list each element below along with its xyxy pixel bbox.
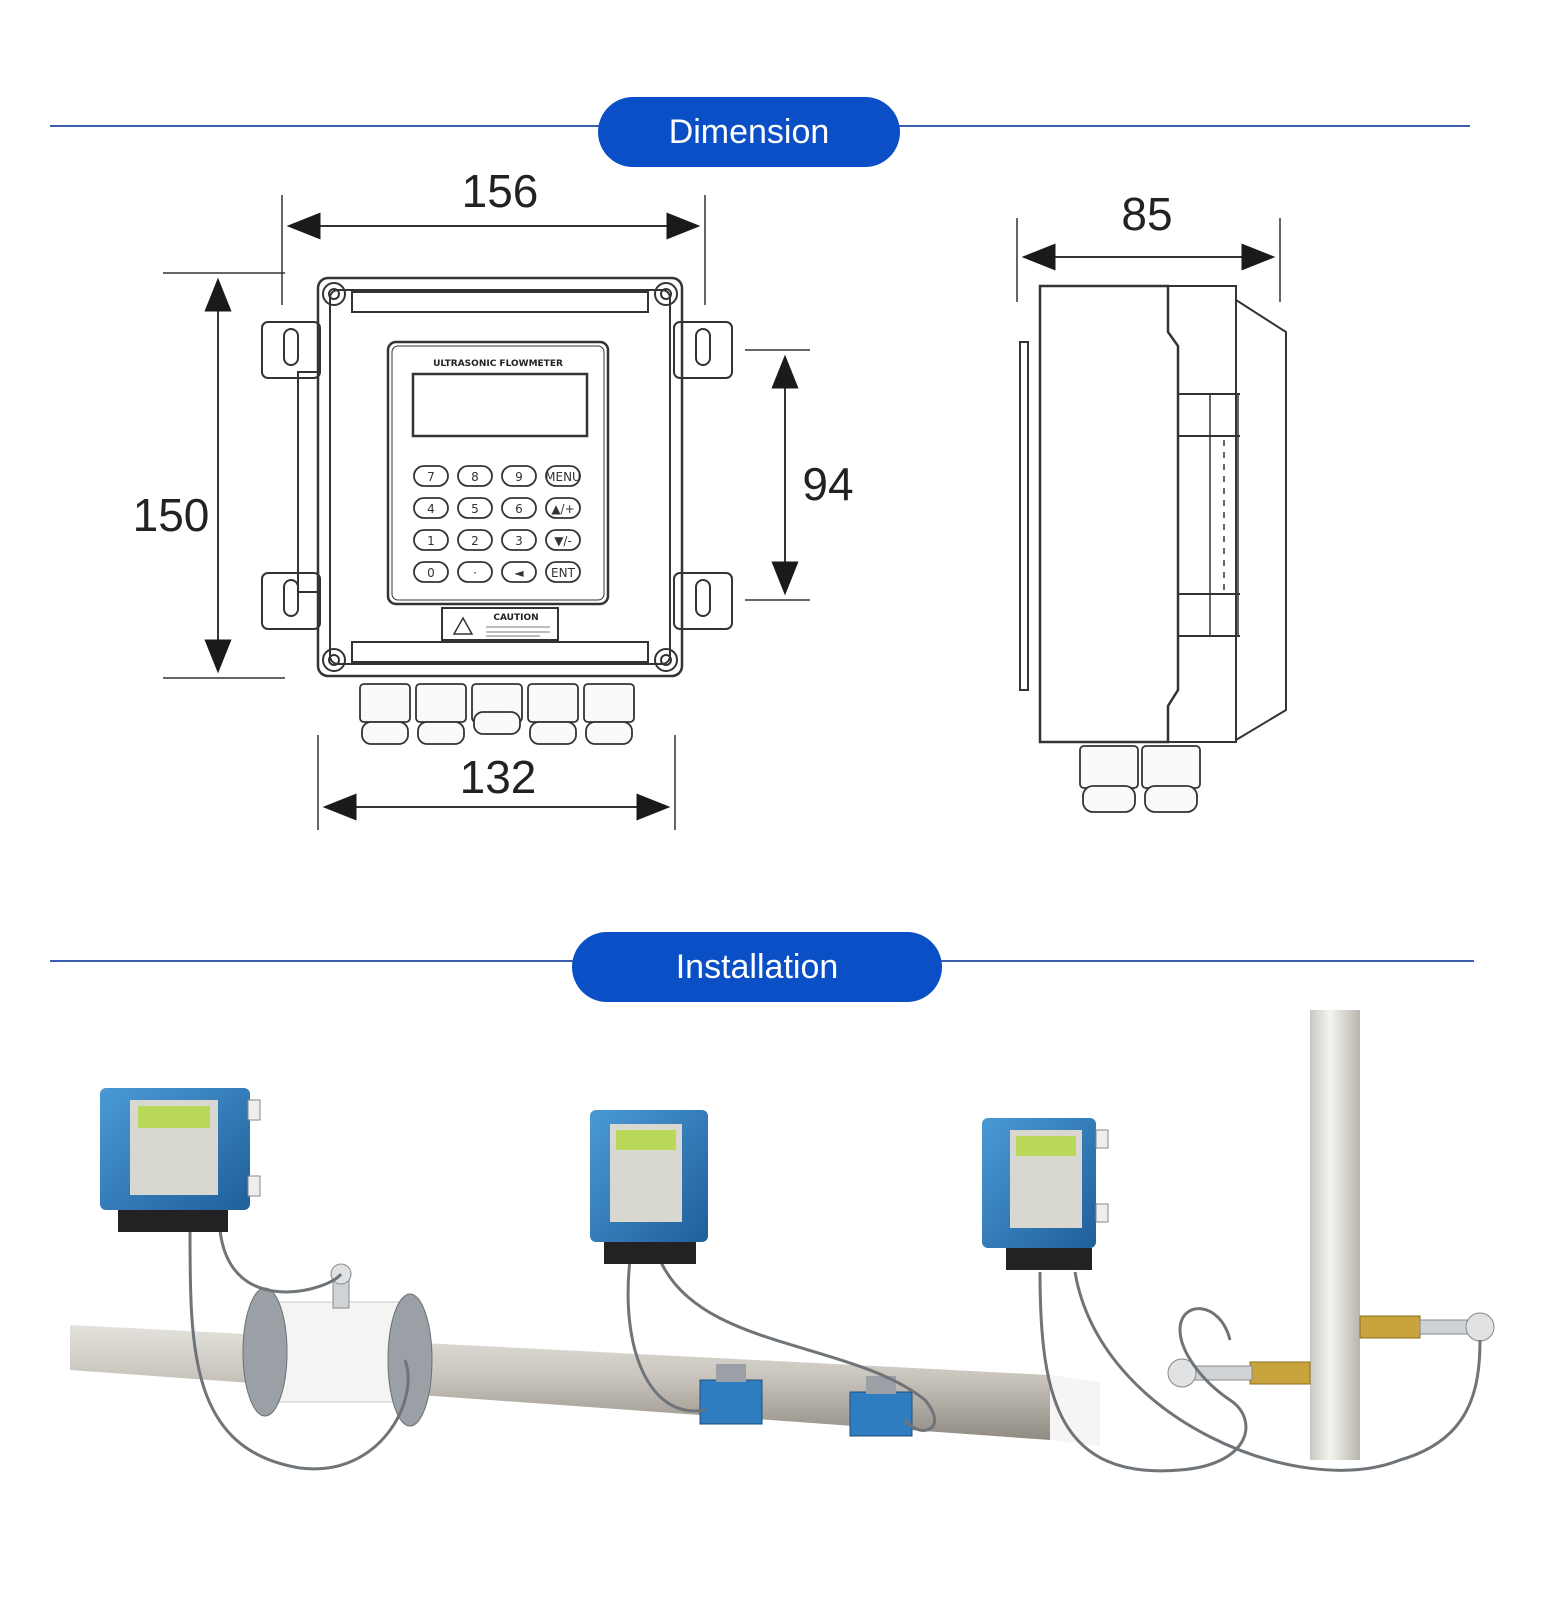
keypad-key: [457, 497, 493, 519]
keypad-key-label: 7: [427, 470, 435, 484]
keypad-key-label: 8: [471, 470, 479, 484]
keypad-key: [501, 561, 537, 583]
keypad-key: [457, 465, 493, 487]
front-cable-glands: [359, 683, 635, 745]
keypad-key-label: ·: [473, 566, 477, 580]
panel-title-text: ULTRASONIC FLOWMETER: [433, 359, 563, 369]
keypad-key: [545, 529, 581, 551]
keypad-key: [413, 465, 449, 487]
keypad-key-label: 5: [471, 502, 479, 516]
flowmeter-unit-center: [590, 1110, 708, 1264]
depth-dimension-label: 85: [1121, 188, 1172, 240]
flanged-meter-section: [242, 1263, 433, 1427]
keypad-key-label: ▲/+: [551, 502, 574, 516]
keypad-key-label: ▼/-: [554, 534, 572, 548]
front-view-drawing: [163, 195, 810, 830]
clamp-on-transducers: [699, 1364, 913, 1437]
keypad-key: [413, 561, 449, 583]
keypad-key-label: 3: [515, 534, 523, 548]
keypad-key-label: 4: [427, 502, 435, 516]
keypad-key: [501, 465, 537, 487]
keypad-key: [501, 529, 537, 551]
keypad-key: [413, 529, 449, 551]
keypad-key: [501, 497, 537, 519]
installation-illustration: [70, 1010, 1495, 1473]
side-cable-glands: [1079, 745, 1201, 813]
keypad-key-label: 0: [427, 566, 435, 580]
keypad-key: [457, 561, 493, 583]
installation-heading: Installation: [572, 932, 942, 1002]
front-panel-keypad: 7 8 9 MENU 4 5 6 ▲/+ 1 2 3 ▼/- 0 · ◄ ENT: [413, 465, 581, 583]
keypad-key: [457, 529, 493, 551]
keypad-key-label: ◄: [514, 566, 524, 580]
bottom-width-dimension-label: 132: [460, 751, 537, 803]
keypad-key-label: 6: [515, 502, 523, 516]
keypad-key-label: 1: [427, 534, 435, 548]
caution-text: CAUTION: [493, 613, 538, 623]
signal-cables: [188, 1229, 1482, 1473]
display-height-dimension-label: 94: [802, 458, 853, 510]
side-view-drawing: [1016, 218, 1287, 744]
keypad-key: [413, 497, 449, 519]
height-dimension-label: 150: [133, 489, 210, 541]
keypad-key: [545, 465, 581, 487]
keypad-key: [545, 497, 581, 519]
dimension-heading: Dimension: [598, 97, 900, 167]
keypad-key-label: ENT: [551, 566, 576, 580]
keypad-key-label: 9: [515, 470, 523, 484]
flowmeter-unit-left: [100, 1088, 261, 1232]
keypad-key: [545, 561, 581, 583]
insertion-sensors: [1167, 1312, 1495, 1388]
flowmeter-unit-right: [982, 1118, 1109, 1270]
caution-fine-print: [486, 626, 550, 637]
width-dimension-label: 156: [462, 165, 539, 217]
keypad-key-label: 2: [471, 534, 479, 548]
vertical-pipe: [1310, 1010, 1360, 1460]
keypad-key-label: MENU: [545, 470, 581, 484]
